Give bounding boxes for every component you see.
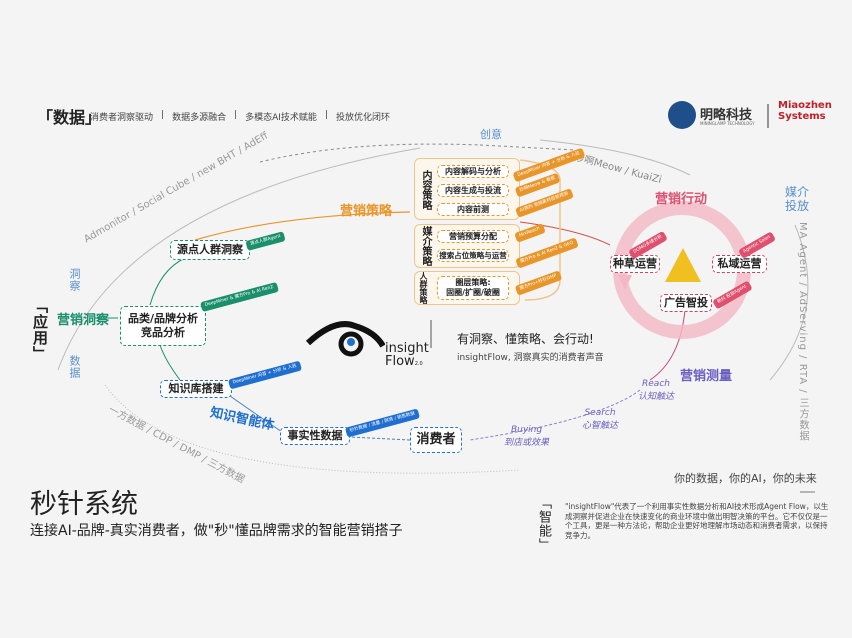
footer-subtitle: 连接AI-品牌-真实消费者，做"秒"懂品牌需求的智能营销搭子 [30,523,403,539]
fact-data-node[interactable]: 事实性数据 [280,427,350,445]
sep: | [234,110,238,120]
logo-name: insight [385,341,429,356]
strategy-item[interactable]: 内容解码与分析 [437,165,509,178]
logo-version: 2.0 [414,361,423,367]
header-item: 投放优化闭环 [335,113,390,123]
consumer-node[interactable]: 消费者 [410,427,462,453]
media-tools: MA Agent / AdServing / RTA / 三方数据 [797,222,808,442]
strategy-item[interactable]: 圈层策略: 固圈/扩圈/破圈 [437,276,509,300]
reach-label: Reach 认知触达 [638,379,674,402]
header-item: 消费者洞察驱动 [90,113,154,123]
search-label: Search 心智触达 [582,408,618,431]
insight-title: 营销洞察 [57,313,110,328]
footer-description: "insightFlow"代表了一个利用事实性数据分析和AI技术形成Agent … [565,502,829,540]
header-items: 消费者洞察驱动 | 数据多源融合 | 多模态AI技术赋能 | 投放优化闭环 [90,110,390,123]
creative-label: 创意 [480,128,502,141]
strategy-title: 营销策略 [340,204,393,219]
action-logo-icon [665,248,701,282]
slogan-sub: insightFlow, 洞察真实的消费者声音 [457,353,604,363]
action-title: 营销行动 [655,192,708,207]
knowledge-base-node[interactable]: 知识库搭建 [160,380,232,398]
ads-node[interactable]: 广告智投 [660,294,712,312]
miaozhen-logo: Miaozhen Systems [778,100,832,122]
footer-title: 秒针系统 [30,489,138,520]
mininglamp-en: MININGLAMP TECHNOLOGY [700,121,755,126]
buying-label: Buying 到店或效果 [504,425,549,448]
media-strategy-label: 媒介策略 [420,226,431,266]
strategy-item[interactable]: 营销预算分配 [437,230,509,243]
strategy-item[interactable]: 搜索占位策略与运营 [437,249,509,262]
source-crowd-node[interactable]: 源点人群洞察 [170,240,250,260]
slogan: 有洞察、懂策略、会行动! [457,332,594,346]
header-title: 「数据」 [37,108,102,127]
insightflow-eye-icon [305,321,385,357]
mininglamp-logo-icon [668,101,696,129]
category-analysis-node[interactable]: 品类/品牌分析 竞品分析 [120,306,206,346]
media-label: 媒介投放 [785,185,810,213]
strategy-item[interactable]: 内容前测 [437,203,509,216]
smart-label: 「智能」 [536,496,551,552]
header-item: 多模态AI技术赋能 [245,113,317,123]
sep: | [161,110,165,120]
measure-title: 营销测量 [680,369,733,384]
reach-cn: 认知触达 [638,392,675,402]
buying-cn: 到店或效果 [504,438,550,448]
data-arc-label: 数据 [68,355,81,379]
sep: | [324,110,328,120]
strategy-item[interactable]: 内容生成与投流 [437,184,509,197]
search-en: Search [584,408,616,418]
search-cn: 心智触达 [582,421,619,431]
logo-name2: Flow [385,354,415,369]
header-item: 数据多源融合 [172,113,227,123]
app-label: 「应用」 [31,298,49,362]
buying-en: Buying [510,425,543,435]
private-domain-node[interactable]: 私域运营 [712,255,767,273]
insight-arc-label: 洞察 [68,268,81,292]
reach-en: Reach [642,379,670,389]
mininglamp-name: 明略科技 [700,108,753,123]
content-strategy-label: 内容策略 [420,170,431,210]
footer-tagline: 你的数据，你的AI，你的未来 [674,472,817,485]
crowd-strategy-label: 人群策略 [419,272,428,304]
seeding-node[interactable]: 种草运营 [610,255,660,273]
